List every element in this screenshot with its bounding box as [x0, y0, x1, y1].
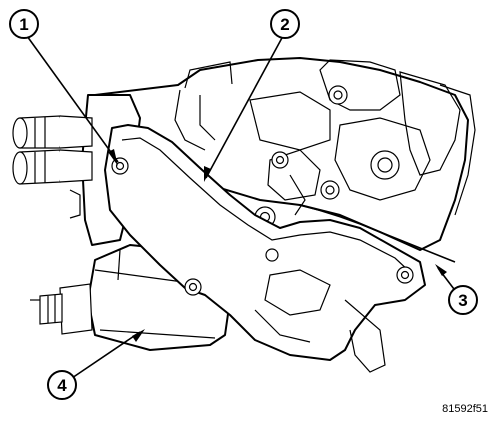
leader-line-2 [205, 35, 284, 179]
callout-label-4: 4 [57, 376, 67, 395]
callout-label-3: 3 [458, 291, 467, 310]
figure-id: 81592f51 [442, 403, 488, 415]
callout-2: 2 [270, 9, 300, 39]
housing-assembly [94, 57, 476, 251]
callout-1: 1 [9, 9, 39, 39]
leader-lines [26, 35, 458, 379]
arrowhead-3 [435, 264, 447, 276]
leader-line-4 [71, 331, 141, 379]
callout-label-1: 1 [19, 15, 28, 34]
callout-3: 3 [448, 285, 478, 315]
leader-line-1 [26, 35, 119, 163]
arrowhead-4 [132, 329, 145, 342]
cable [299, 204, 456, 263]
arrowhead-1 [108, 149, 118, 166]
arrowhead-2 [204, 166, 211, 182]
callout-label-2: 2 [280, 15, 289, 34]
callout-4: 4 [47, 370, 77, 400]
